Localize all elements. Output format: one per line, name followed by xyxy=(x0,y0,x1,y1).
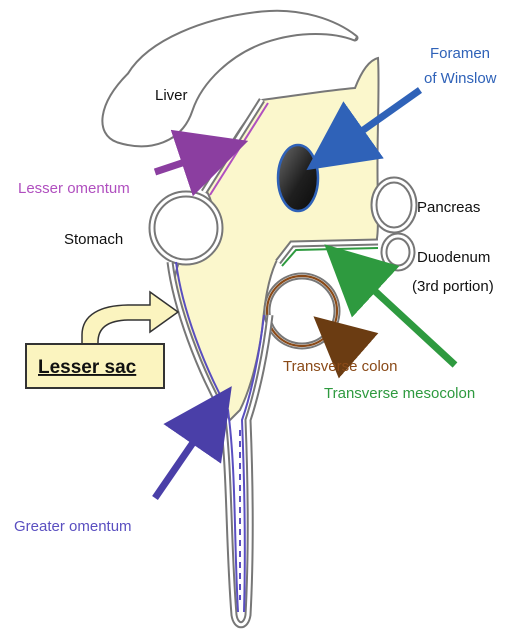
arrow-transverse-colon xyxy=(336,336,352,350)
label-pancreas: Pancreas xyxy=(417,199,480,216)
label-lesser-sac: Lesser sac xyxy=(38,357,137,378)
arrow-greater-omentum xyxy=(155,415,212,498)
lesser-sac-callout-arrow xyxy=(82,292,178,348)
label-lesser-omentum: Lesser omentum xyxy=(18,180,130,197)
label-stomach: Stomach xyxy=(64,231,123,248)
label-transverse-colon: Transverse colon xyxy=(283,358,398,375)
label-duodenum-1: Duodenum xyxy=(417,249,490,266)
label-liver: Liver xyxy=(155,87,188,104)
label-duodenum-2: (3rd portion) xyxy=(412,278,494,295)
label-greater-omentum: Greater omentum xyxy=(14,518,132,535)
label-transverse-mesocolon: Transverse mesocolon xyxy=(324,385,475,402)
label-foramen-2: of Winslow xyxy=(424,70,497,87)
foramen-of-winslow xyxy=(278,145,318,211)
label-foramen-1: Foramen xyxy=(430,45,490,62)
arrow-lesser-omentum xyxy=(155,152,215,172)
